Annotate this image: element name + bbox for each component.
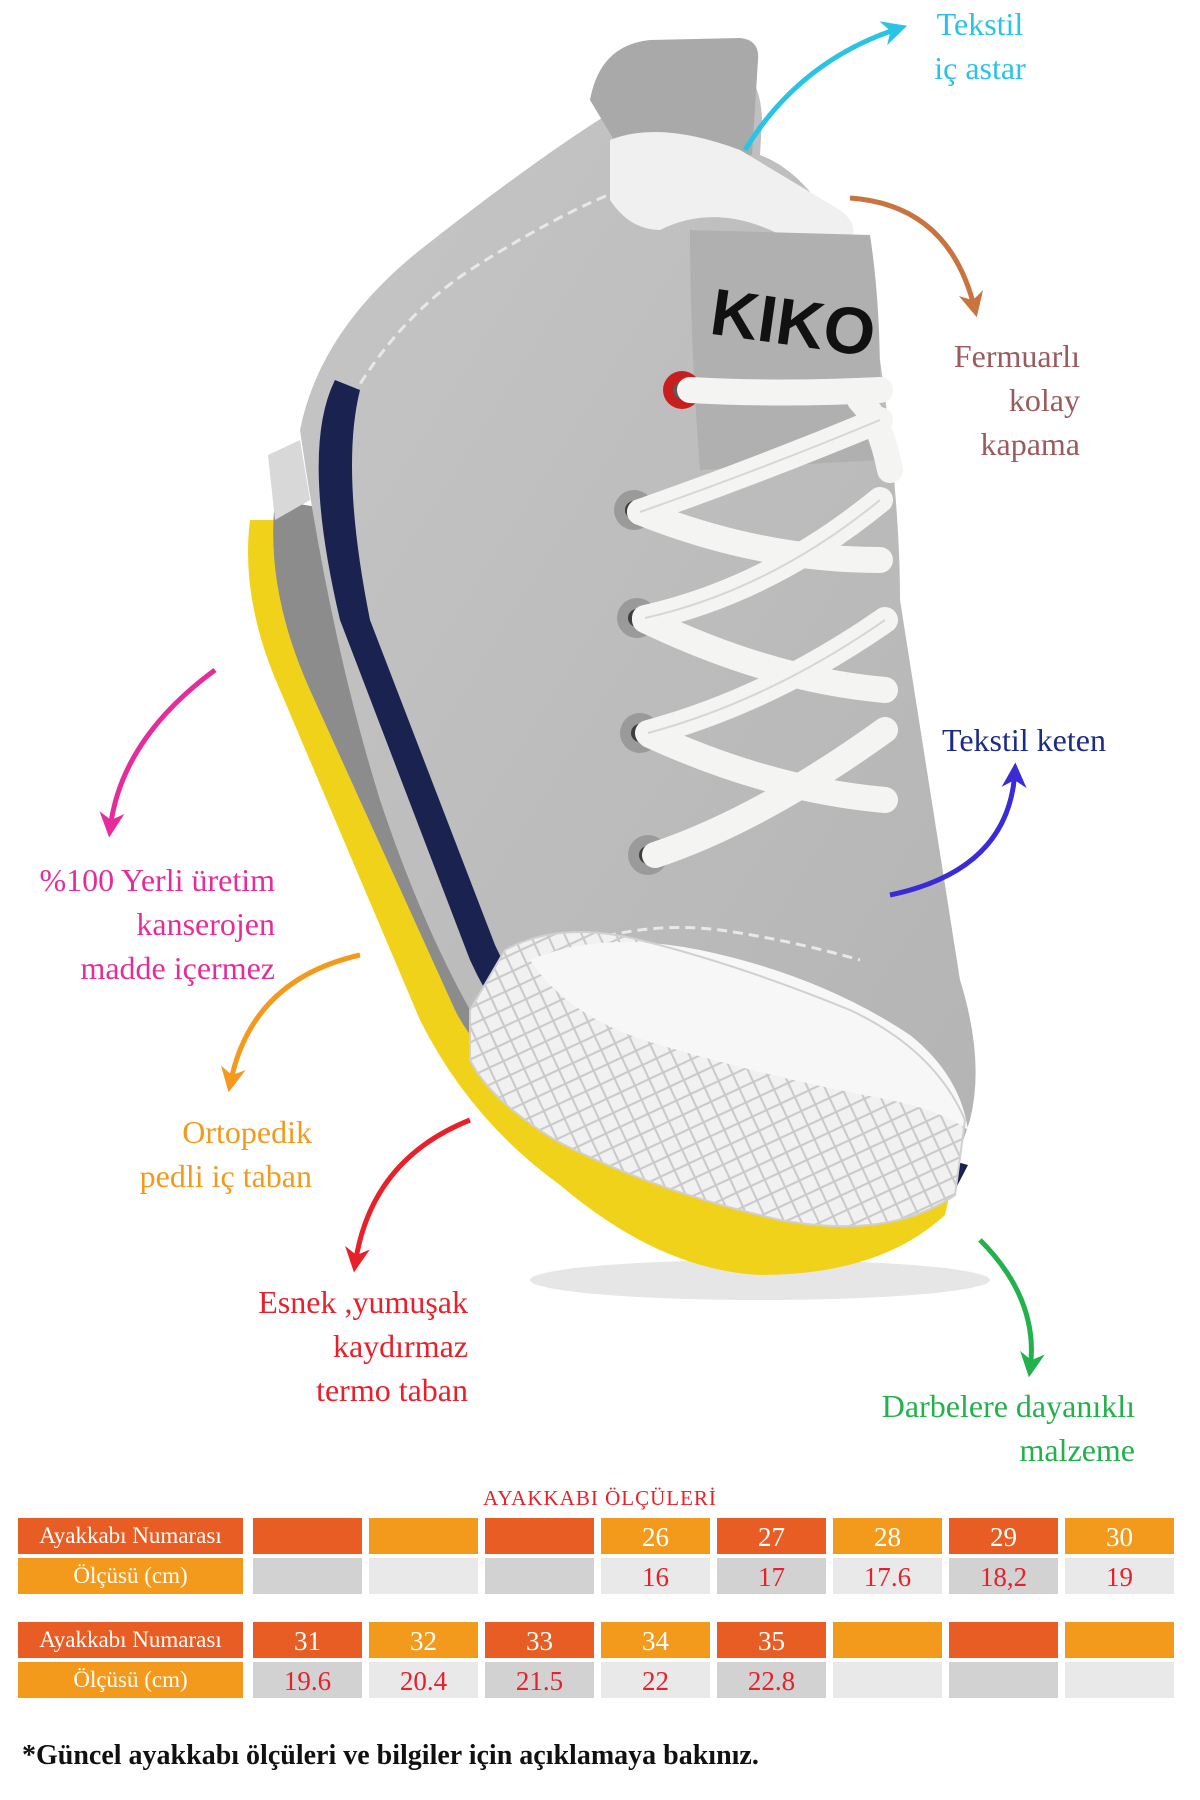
- length-cell: 18,2: [949, 1558, 1058, 1594]
- heel-patch: [268, 440, 310, 520]
- label-laces: Tekstil keten: [942, 722, 1106, 758]
- size-row-1: Ayakkabı Numarası 26 27 28 29 30: [18, 1518, 1182, 1554]
- label-textile-lining: Tekstil iç astar: [934, 6, 1026, 86]
- size-cell: 33: [485, 1622, 594, 1658]
- length-cell: 19.6: [253, 1662, 362, 1698]
- length-cell: 19: [1065, 1558, 1174, 1594]
- length-cell: 22.8: [717, 1662, 826, 1698]
- size-cell: 28: [833, 1518, 942, 1554]
- label-sole: Esnek ,yumuşak kaydırmaz termo taban: [258, 1284, 468, 1408]
- size-cell: [833, 1622, 942, 1658]
- size-cell: 30: [1065, 1518, 1174, 1554]
- arrow-insole: [221, 952, 361, 1093]
- size-cell: [949, 1622, 1058, 1658]
- size-cell: [369, 1518, 478, 1554]
- length-cell: 17: [717, 1558, 826, 1594]
- arrow-durable: [978, 1238, 1045, 1378]
- size-table-title: AYAKKABI ÖLÇÜLERİ: [483, 1486, 717, 1510]
- label-zipper: Fermuarlı kolay kapama: [953, 338, 1080, 462]
- length-cell: [253, 1558, 362, 1594]
- length-cell: 21.5: [485, 1662, 594, 1698]
- row-label-size: Ayakkabı Numarası: [18, 1622, 243, 1658]
- shoe-shadow: [530, 1260, 990, 1300]
- length-cell: 22: [601, 1662, 710, 1698]
- size-cell: 26: [601, 1518, 710, 1554]
- arrow-textile-lining: [742, 21, 908, 152]
- label-local-production: %100 Yerli üretim kanserojen madde içerm…: [39, 862, 275, 986]
- size-cell: 32: [369, 1622, 478, 1658]
- arrow-local-production: [99, 667, 217, 838]
- arrow-zipper: [849, 195, 984, 318]
- length-cell: 17.6: [833, 1558, 942, 1594]
- length-cell: [369, 1558, 478, 1594]
- toe-rubber-top: [530, 942, 968, 1130]
- tongue: [690, 230, 880, 470]
- row-label-length: Ölçüsü (cm): [18, 1662, 243, 1698]
- length-cell: 20.4: [369, 1662, 478, 1698]
- size-cell: 35: [717, 1622, 826, 1658]
- size-row-2: Ayakkabı Numarası 31 32 33 34 35: [18, 1622, 1182, 1658]
- size-cell: [1065, 1622, 1174, 1658]
- arrow-laces: [889, 762, 1027, 898]
- length-row-1: Ölçüsü (cm) 16 17 17.6 18,2 19: [18, 1558, 1182, 1594]
- label-insole: Ortopedik pedli iç taban: [139, 1114, 312, 1194]
- collar-lining: [610, 132, 854, 240]
- size-cell: 31: [253, 1622, 362, 1658]
- size-cell: [485, 1518, 594, 1554]
- pull-tab: [590, 38, 759, 155]
- upper-stitching: [328, 178, 651, 441]
- row-label-length: Ölçüsü (cm): [18, 1558, 243, 1594]
- arrow-sole: [345, 1117, 471, 1273]
- label-durable: Darbelere dayanıklı malzeme: [881, 1388, 1135, 1468]
- size-cell: 27: [717, 1518, 826, 1554]
- footnote: *Güncel ayakkabı ölçüleri ve bilgiler iç…: [22, 1740, 759, 1771]
- size-cell: 29: [949, 1518, 1058, 1554]
- size-cell: 34: [601, 1622, 710, 1658]
- length-cell: [1065, 1662, 1174, 1698]
- length-cell: [833, 1662, 942, 1698]
- row-label-size: Ayakkabı Numarası: [18, 1518, 243, 1554]
- size-table: Ayakkabı Numarası 26 27 28 29 30 Ölçüsü …: [18, 1518, 1182, 1723]
- size-cell: [253, 1518, 362, 1554]
- length-row-2: Ölçüsü (cm) 19.6 20.4 21.5 22 22.8: [18, 1662, 1182, 1698]
- length-cell: [949, 1662, 1058, 1698]
- length-cell: 16: [601, 1558, 710, 1594]
- length-cell: [485, 1558, 594, 1594]
